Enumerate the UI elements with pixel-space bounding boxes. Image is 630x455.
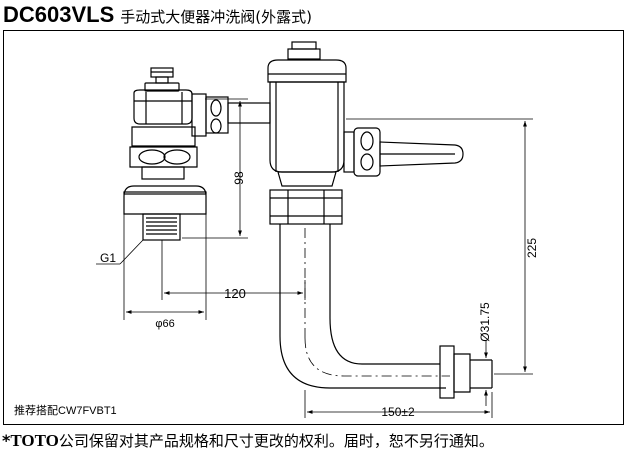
dim-3175: Ø31.75	[478, 302, 492, 342]
dim-98: 98	[232, 171, 246, 185]
stop-valve	[123, 67, 207, 241]
drawing-frame	[3, 30, 624, 425]
recommendation-note: 推荐搭配CW7FVBT1	[14, 403, 117, 417]
dim-225: 225	[525, 238, 539, 258]
dim-120: 120	[224, 286, 246, 301]
product-description: 手动式大便器冲洗阀(外露式)	[120, 8, 312, 26]
dim-150: 150±2	[381, 405, 415, 419]
footer-disclaimer: *TOTO公司保留对其产品规格和尺寸更改的权利。届时，恕不另行通知。	[2, 430, 494, 451]
footer-asterisk: *	[2, 431, 11, 450]
flush-valve-body	[267, 41, 464, 225]
footer-text: 公司保留对其产品规格和尺寸更改的权利。届时，恕不另行通知。	[58, 432, 494, 450]
lever-handle	[379, 141, 464, 167]
footer-brand: TOTO	[10, 431, 59, 450]
flush-pipe	[279, 224, 493, 399]
title-row: DC603VLS 手动式大便器冲洗阀(外露式)	[3, 2, 312, 28]
connector-pipe	[191, 93, 271, 137]
dim-g1: G1	[100, 251, 116, 265]
model-number: DC603VLS	[3, 2, 115, 27]
dimension-lines	[96, 98, 533, 418]
dim-66: φ66	[155, 318, 174, 330]
